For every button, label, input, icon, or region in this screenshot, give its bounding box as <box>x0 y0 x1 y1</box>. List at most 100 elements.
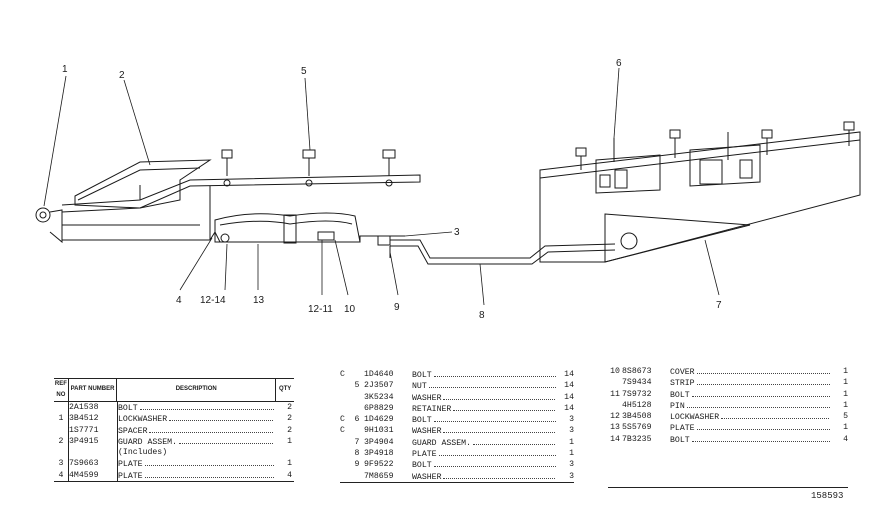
row-mark: C <box>340 415 345 425</box>
callout-labels: 1 2 5 6 3 4 12-14 13 12-11 10 9 8 7 <box>62 58 722 321</box>
ref-no: 12 <box>610 412 620 422</box>
row-mark <box>340 392 350 403</box>
row-mark <box>340 448 350 459</box>
ref-no: 11 <box>610 389 620 399</box>
ref-no <box>54 402 69 414</box>
part-description: PLATE <box>412 450 437 460</box>
dot-leader <box>691 389 830 397</box>
row-mark: C <box>340 370 345 379</box>
dot-leader <box>178 436 273 444</box>
dot-leader <box>144 470 274 478</box>
row-mark: C <box>340 426 345 436</box>
quantity: 1 <box>843 400 848 410</box>
dot-leader <box>438 448 556 457</box>
part-number: 3P4904 <box>364 437 394 447</box>
part-description: PLATE <box>118 460 143 470</box>
part-number: 3P4915 <box>69 435 118 448</box>
dot-leader <box>696 422 830 431</box>
quantity: 1 <box>287 459 292 469</box>
part-description: PIN <box>670 401 685 411</box>
row-mark <box>340 471 350 482</box>
callout-leaders <box>43 67 720 306</box>
quantity: 4 <box>287 470 292 480</box>
header-description: DESCRIPTION <box>117 379 277 401</box>
ref-no <box>350 392 364 403</box>
part-number: 7B3235 <box>622 434 652 444</box>
ref-no <box>54 447 69 459</box>
part-number: 7S9663 <box>69 458 118 470</box>
part-number: 1D4640 <box>364 370 394 379</box>
part-description: NUT <box>412 382 427 392</box>
ref-no <box>608 377 622 388</box>
ref-no: 3 <box>54 458 69 470</box>
table-3-bottom-rule <box>608 445 848 489</box>
quantity: 14 <box>564 392 574 402</box>
dot-leader <box>433 369 556 377</box>
parts-table-1: REF NO PART NUMBER DESCRIPTION QTY 2A153… <box>54 378 294 483</box>
ref-no: 2 <box>54 435 69 448</box>
part-description: WASHER <box>412 427 442 437</box>
ref-no <box>350 369 364 380</box>
table-row: (Includes) <box>54 447 294 459</box>
part-number: 3B4508 <box>622 412 652 422</box>
part-number: 5S5769 <box>622 423 652 433</box>
part-number: 3B4512 <box>69 413 118 425</box>
figure-number: 158593 <box>811 491 844 501</box>
part-number: 6P8829 <box>364 403 394 413</box>
quantity: 2 <box>287 414 292 424</box>
ref-no <box>608 400 622 411</box>
header-qty: QTY <box>278 386 292 393</box>
row-mark <box>340 380 350 391</box>
ref-no <box>54 424 69 436</box>
quantity: 1 <box>843 367 848 376</box>
left-top-bolts <box>221 149 396 187</box>
row-mark <box>340 403 350 414</box>
callout-12-11: 12-11 <box>308 304 333 315</box>
dot-leader <box>149 425 274 433</box>
ref-no: 5 <box>354 381 360 391</box>
part-description: GUARD ASSEM. <box>118 437 177 447</box>
parts-table-header: REF NO PART NUMBER DESCRIPTION QTY <box>54 378 294 402</box>
part-description: BOLT <box>670 435 690 445</box>
quantity: 1 <box>569 449 574 459</box>
dot-leader <box>453 403 556 411</box>
callout-2: 2 <box>119 70 125 81</box>
part-number: 2J3507 <box>364 381 394 391</box>
dot-leader <box>443 471 556 479</box>
dot-leader <box>686 400 830 408</box>
dot-leader <box>428 380 556 389</box>
quantity: 1 <box>569 437 574 447</box>
quantity: 1 <box>843 389 848 399</box>
quantity: 2 <box>287 425 292 435</box>
quantity <box>278 447 292 458</box>
ref-no: 1 <box>54 413 69 425</box>
part-number: 8S8673 <box>622 367 652 376</box>
quantity: 3 <box>569 426 574 436</box>
ref-no: 14 <box>610 434 620 444</box>
quantity: 5 <box>843 412 848 422</box>
callout-8: 8 <box>479 310 485 321</box>
part-description: SPACER <box>118 426 148 436</box>
connecting-plate <box>389 239 616 265</box>
part-description: GUARD ASSEM. <box>412 438 471 448</box>
part-description: PLATE <box>670 424 695 434</box>
quantity: 4 <box>843 434 848 444</box>
part-description: BOLT <box>670 390 690 400</box>
ref-no <box>350 403 364 414</box>
ref-no <box>350 471 364 482</box>
